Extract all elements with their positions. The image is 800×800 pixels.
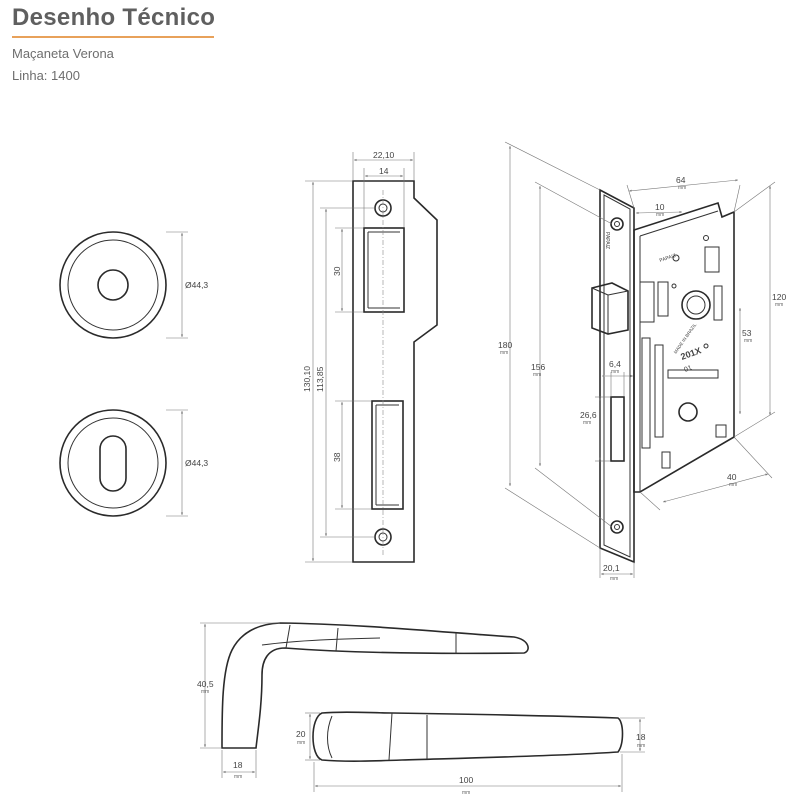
lock-latch-height: 26,6 — [580, 410, 597, 420]
lock-latch-height-unit: mm — [583, 420, 591, 426]
product-line: Linha: 1400 — [12, 68, 80, 83]
lock-backset-unit: mm — [656, 212, 664, 218]
lock-latch-width: 6,4 — [609, 359, 621, 369]
lock-spindle-center: 53 — [742, 328, 752, 338]
lock-backset: 10 — [655, 202, 665, 212]
handle-neck: 18 — [233, 760, 243, 770]
faceplate-brand-label: PAPAIZ — [604, 232, 610, 249]
lock-inner-height-unit: mm — [533, 372, 541, 378]
page-title: Desenho Técnico — [12, 4, 216, 31]
lock-body-height: 120 — [772, 292, 786, 302]
lock-faceplate-width: 20,1 — [603, 563, 620, 573]
oval-rosette: Ø44,3 — [59, 409, 208, 517]
strike-lower-opening: 38 — [332, 452, 342, 462]
lock-bottom-depth: 40 — [727, 472, 737, 482]
case-model-label: 201X — [679, 345, 702, 362]
lock-depth-unit: mm — [678, 185, 686, 191]
lock-depth: 64 — [676, 175, 686, 185]
strike-height-inner: 113,85 — [315, 366, 325, 392]
title-underline — [12, 36, 214, 38]
handle-grip-right-unit: mm — [637, 743, 645, 749]
handle-grip-left-unit: mm — [297, 740, 305, 746]
lock-faceplate-width-unit: mm — [610, 576, 618, 582]
handle-height-unit: mm — [201, 689, 209, 695]
handle-grip-left: 20 — [296, 729, 306, 739]
lock-faceplate-height: 180 — [498, 340, 512, 350]
round-rosette-diameter: Ø44,3 — [185, 280, 208, 290]
handle-side-view: 40,5 mm 18 mm — [197, 622, 529, 780]
strike-plate: 22,10 14 130,10 113,85 30 38 — [302, 150, 438, 563]
strike-width-total: 22,10 — [373, 150, 395, 160]
handle-height: 40,5 — [197, 679, 214, 689]
lock-body-height-unit: mm — [775, 302, 783, 308]
handle-length: 100 — [459, 775, 473, 785]
case-brand-label: PAPAIZ — [659, 253, 677, 264]
round-rosette: Ø44,3 — [59, 231, 208, 339]
strike-height-total: 130,10 — [302, 366, 312, 392]
lock-bottom-depth-unit: mm — [729, 482, 737, 488]
case-model-sub: 01 — [683, 365, 693, 374]
handle-neck-unit: mm — [234, 774, 242, 780]
handle-length-unit: mm — [462, 790, 470, 796]
lock-faceplate-height-unit: mm — [500, 350, 508, 356]
strike-width-inner: 14 — [379, 166, 389, 176]
mortise-lock: PAPAIZ PAPAIZ MADE IN BRAZIL 201X 01 — [498, 141, 786, 582]
lock-latch-width-unit: mm — [611, 369, 619, 375]
lock-spindle-center-unit: mm — [744, 338, 752, 344]
lock-inner-height: 156 — [531, 362, 545, 372]
product-name: Maçaneta Verona — [12, 46, 114, 61]
handle-grip-right: 18 — [636, 732, 646, 742]
strike-upper-opening: 30 — [332, 266, 342, 276]
handle-top-view: 20 mm 18 mm 100 mm — [296, 711, 646, 796]
oval-rosette-diameter: Ø44,3 — [185, 458, 208, 468]
